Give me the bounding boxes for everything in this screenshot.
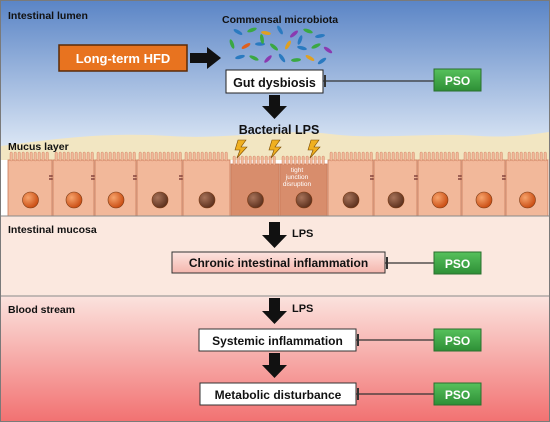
pso-badge-1 [433,68,482,92]
epithelial-cell [373,151,421,217]
hfd-box [58,44,188,72]
bacterium [297,35,303,45]
bacterium [311,43,321,49]
svg-text:tight: tight [291,167,303,174]
lps-blood-label: LPS [292,303,313,315]
chronic-label: Chronic intestinal inflammation [189,256,368,270]
bacterium [241,43,251,49]
epithelial-cell [136,151,186,217]
svg-text:disruption: disruption [283,181,312,188]
bacterium [323,46,333,54]
metabolic-label: Metabolic disturbance [215,388,342,402]
arrow-to-metabolic [262,353,287,378]
bacterium [261,31,271,35]
region-label-mucosa: Intestinal mucosa [8,224,97,236]
svg-text:junction: junction [285,174,309,181]
region-label-blood: Blood stream [8,304,75,316]
bacterium [289,30,299,38]
epithelial-cell [505,151,549,217]
pso-badge-4 [433,382,482,406]
lightning-icon [268,139,282,159]
bacterium [269,43,279,51]
bacterium [229,39,235,49]
epithelial-cell [52,151,98,217]
bacterium [235,54,245,60]
pso-label-2: PSO [445,257,470,271]
dysbiosis-label: Gut dysbiosis [233,76,316,90]
pso-badge-3 [433,328,482,352]
bacterium [285,40,291,50]
lightning-icons [234,139,321,159]
hfd-label: Long-term HFD [76,51,171,66]
systemic-label: Systemic inflammation [212,334,343,348]
arrow-lps-blood [262,298,287,324]
bacterium [249,55,259,61]
bacterium [260,34,264,44]
bacterium [233,29,243,35]
bacterium [315,34,325,38]
region-label-lumen: Intestinal lumen [8,10,88,22]
lightning-icon [307,139,321,159]
epithelial-cell [461,151,509,217]
pso-label-1: PSO [445,74,470,88]
epithelial-cell [182,151,231,217]
bacterial-lps-label: Bacterial LPS [239,123,320,137]
epithelial-cell [7,151,56,217]
bacteria-cluster [229,25,333,65]
epithelial-layer [7,151,549,217]
epithelial-cell [230,155,280,217]
bacterium [247,27,257,33]
pso-badge-2 [433,251,482,275]
bacterium [297,45,307,51]
arrow-lps-mucosa [262,222,287,248]
region-label-mucus: Mucus layer [8,141,69,153]
epithelial-cell [279,155,328,217]
microbiota-label: Commensal microbiota [222,14,338,26]
tight-junction-label: tight junction disruption [283,167,312,188]
bacterium [291,58,301,62]
bacterium [305,55,315,61]
pso-label-4: PSO [445,388,470,402]
epithelial-cell [417,151,465,217]
lps-mucosa-label: LPS [292,228,313,240]
arrow-to-lps [262,95,287,119]
bacterium [303,28,313,34]
epithelial-cell [327,151,377,217]
pso-label-3: PSO [445,334,470,348]
bacterium [264,55,272,63]
hfd-arrow [190,47,221,69]
epithelial-cell [94,151,140,217]
bacterium [317,57,327,65]
bacterium [278,53,286,63]
lightning-icon [234,139,248,159]
bacterium [277,25,283,35]
